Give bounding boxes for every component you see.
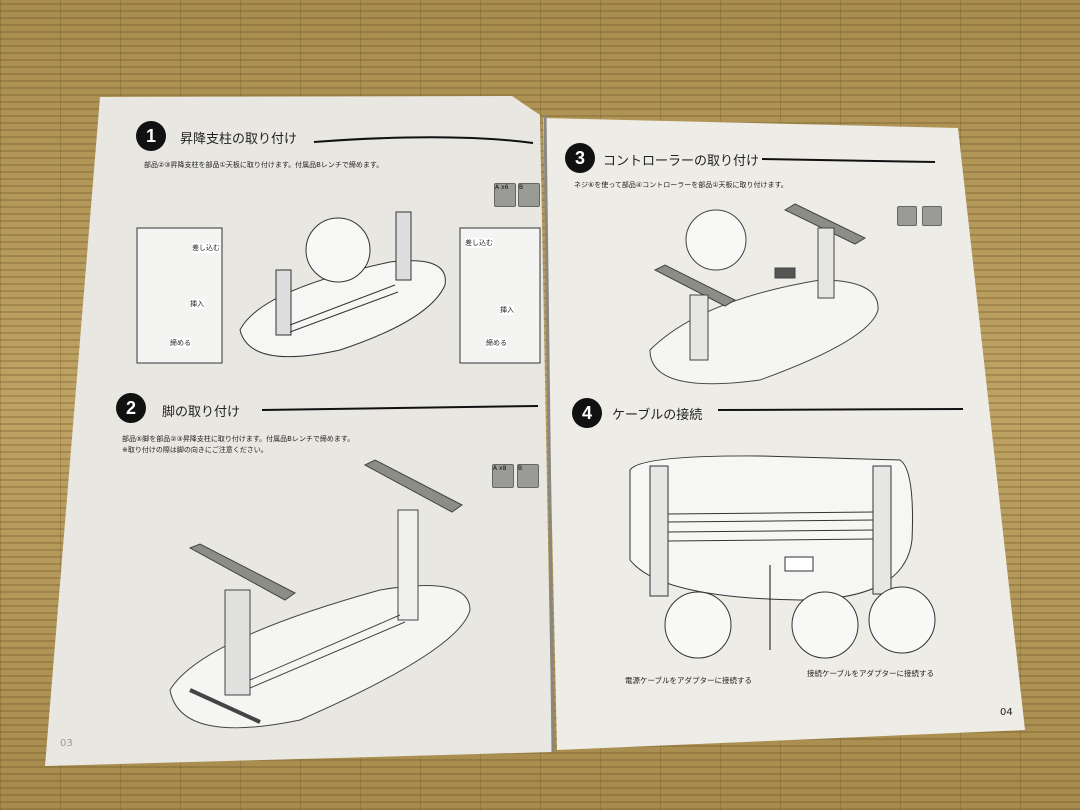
step3-diagram bbox=[649, 203, 879, 385]
step4-number: 4 bbox=[572, 398, 602, 428]
step3-text: ネジ⑥を使って部品④コントローラーを部品①天板に取り付けます。 bbox=[574, 181, 788, 189]
callout-insert-right: 差し込む bbox=[465, 238, 493, 248]
callout-tighten-right: 締める bbox=[486, 338, 507, 348]
screwdriver-icon bbox=[922, 206, 942, 226]
step3-title: コントローラーの取り付け bbox=[603, 154, 760, 169]
step1-text: 部品②③昇降支柱を部品①天板に取り付けます。付属品Bレンチで締めます。 bbox=[144, 161, 384, 169]
step2-title: 脚の取り付け bbox=[162, 405, 241, 420]
step1-number: 1 bbox=[136, 121, 166, 151]
right-page bbox=[543, 118, 1025, 750]
caption-connection-cable: 接続ケーブルをアダプターに接続する bbox=[807, 669, 935, 678]
step1-diagram bbox=[136, 211, 541, 364]
caption-power-cable: 電源ケーブルをアダプターに接続する bbox=[625, 676, 753, 685]
screw-part-icon: A x6 bbox=[494, 183, 516, 207]
callout-insert: 差し込む bbox=[192, 243, 220, 253]
callout-tighten: 締める bbox=[170, 338, 191, 348]
step2-diagram bbox=[169, 459, 471, 729]
callout-insert2: 挿入 bbox=[190, 299, 204, 309]
page-number-left: 03 bbox=[60, 738, 73, 749]
step2-number: 2 bbox=[116, 393, 146, 423]
screw-part-icon bbox=[897, 206, 917, 226]
step4-diagram bbox=[629, 455, 936, 659]
wrench-part-icon: B bbox=[517, 464, 539, 488]
step3-number: 3 bbox=[565, 143, 595, 173]
wrench-part-icon: B bbox=[518, 183, 540, 207]
step2-text: 部品⑤脚を部品②③昇降支柱に取り付けます。付属品Bレンチで締めます。 bbox=[122, 435, 355, 443]
callout-insert2-right: 挿入 bbox=[500, 305, 514, 315]
step2-note: ※取り付けの際は脚の向きにご注意ください。 bbox=[122, 446, 268, 454]
page-number-right: 04 bbox=[1000, 707, 1013, 718]
step4-title: ケーブルの接続 bbox=[612, 408, 703, 423]
screw-part-icon: A x8 bbox=[492, 464, 514, 488]
step1-title: 昇降支柱の取り付け bbox=[180, 132, 298, 147]
